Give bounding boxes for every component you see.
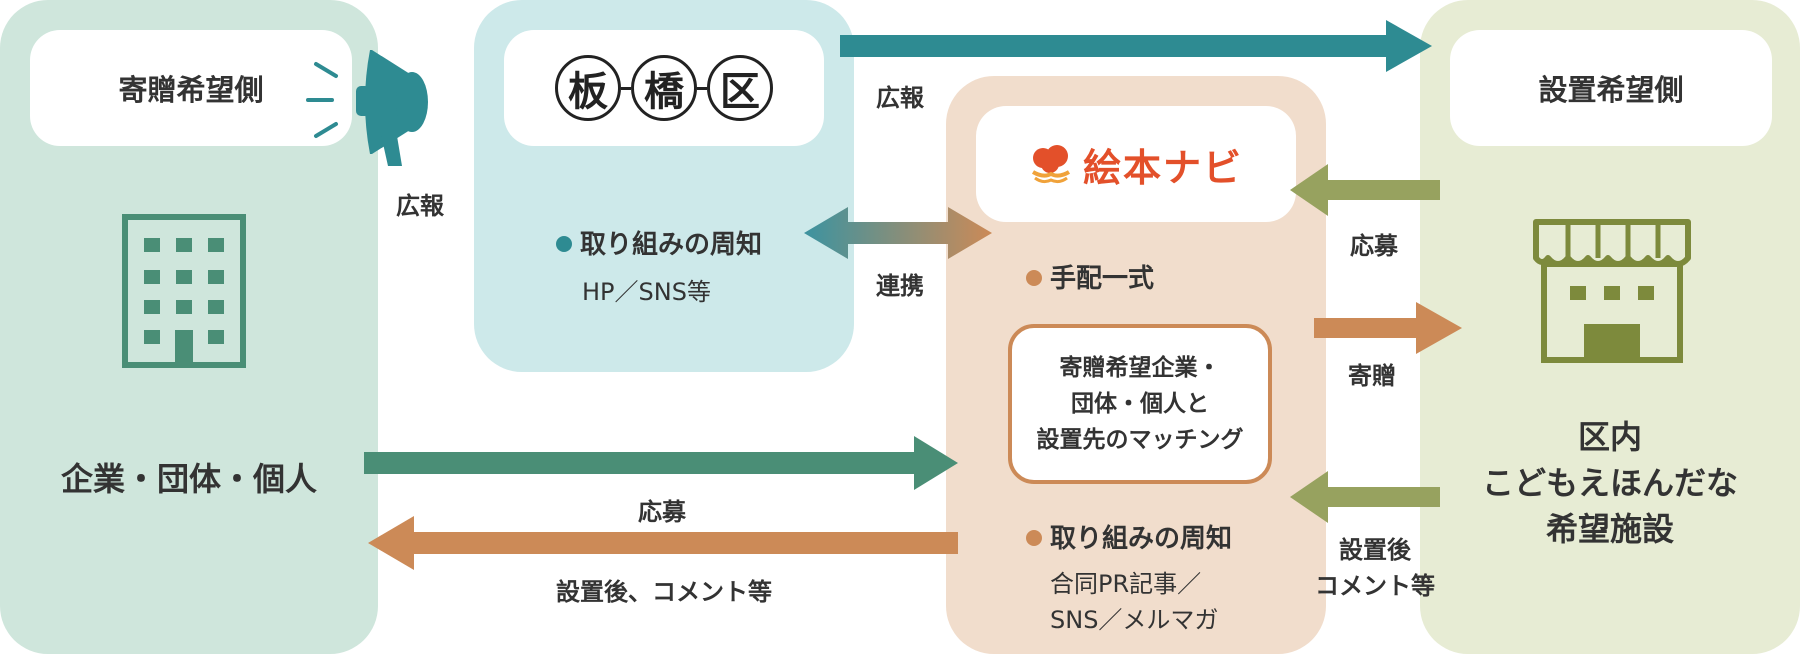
ehon-navi-sub-2: SNS／メルマガ (1050, 606, 1219, 634)
ehon-navi-bullet-1: 手配一式 (1026, 258, 1154, 295)
matching-line-3: 設置先のマッチング (1036, 427, 1244, 453)
donor-side-title: 寄贈希望側 (118, 73, 264, 107)
itabashi-bullet: 取り組みの周知 (556, 224, 762, 261)
collab-label: 連携 (876, 272, 924, 300)
arrow-pr-top (840, 20, 1432, 72)
storefront-icon (1532, 218, 1692, 364)
after-label-right-2: コメント等 (1315, 572, 1435, 600)
itabashi-sub: HP／SNS等 (582, 278, 711, 306)
installer-label-1: 区内 (1577, 418, 1642, 456)
ehon-navi-bullet-2: 取り組みの周知 (1026, 518, 1232, 555)
arrow-apply-bottom (364, 436, 958, 490)
itabashi-logo-box: 板 橋 区 (504, 30, 824, 146)
after-label-bottom: 設置後、コメント等 (556, 578, 772, 606)
itabashi-char-1: 板 (555, 55, 621, 121)
matching-line-2: 団体・個人と (1071, 391, 1209, 417)
bullet-dot-icon (1026, 269, 1042, 286)
pr-label-top: 広報 (876, 84, 924, 112)
installer-side-title-box: 設置希望側 (1450, 30, 1772, 146)
itabashi-dash (697, 86, 707, 90)
matching-line-1: 寄贈希望企業・ (1059, 355, 1221, 381)
ehon-navi-sub-1: 合同PR記事／ (1050, 570, 1202, 598)
donor-side-title-box: 寄贈希望側 (30, 30, 352, 146)
megaphone-icon (300, 44, 480, 174)
bullet-dot-icon (1026, 529, 1042, 546)
matching-box: 寄贈希望企業・ 団体・個人と 設置先のマッチング (1008, 324, 1272, 484)
installer-side-title: 設置希望側 (1538, 73, 1684, 107)
ehon-navi-logo-box: 絵本ナビ (976, 106, 1296, 222)
pr-label-left: 広報 (396, 192, 444, 220)
donor-side-label: 企業・団体・個人 (60, 460, 317, 498)
itabashi-char-3: 区 (707, 55, 773, 121)
donate-label: 寄贈 (1348, 362, 1396, 390)
itabashi-dash (621, 86, 631, 90)
ehon-navi-logo-text: 絵本ナビ (1082, 145, 1243, 190)
installer-label-2: こどもえほんだな (1481, 464, 1738, 502)
building-icon (122, 214, 246, 368)
apply-label-bottom: 応募 (638, 498, 686, 526)
after-label-right-1: 設置後 (1339, 536, 1411, 564)
itabashi-char-2: 橋 (631, 55, 697, 121)
bullet-dot-icon (556, 235, 572, 252)
apply-label-right: 応募 (1350, 232, 1398, 260)
installer-label-3: 希望施設 (1545, 510, 1674, 548)
ehon-navi-logo-icon (1029, 142, 1073, 186)
